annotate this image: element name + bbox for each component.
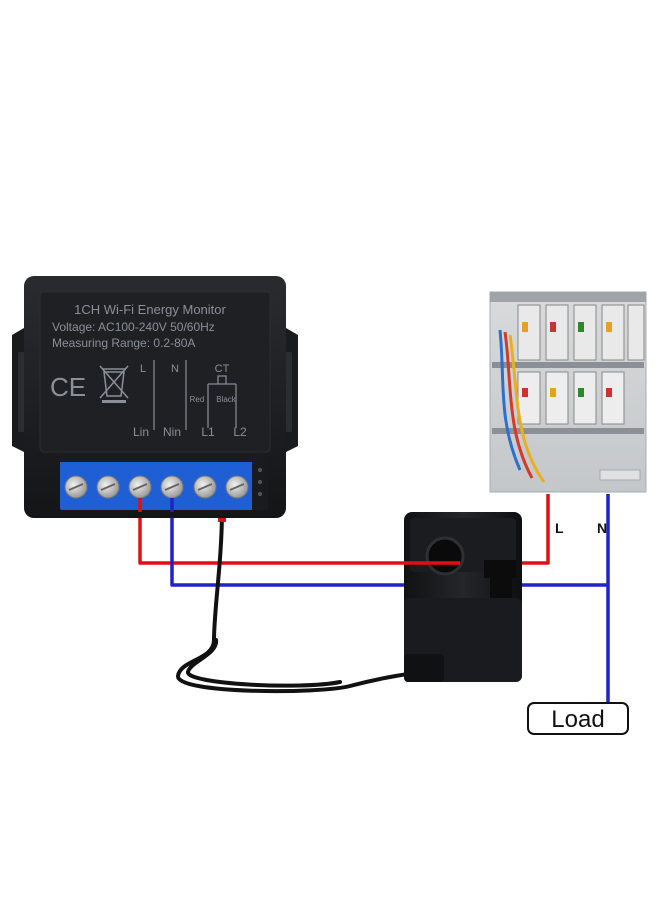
terminal-label-l1: L1	[201, 425, 215, 439]
device-label-black: Black	[216, 395, 237, 404]
terminal-screw	[96, 475, 120, 499]
terminal-screw	[225, 475, 249, 499]
terminal-label-lin: Lin	[133, 425, 149, 439]
live-wire	[138, 494, 550, 565]
ce-mark: CE	[50, 372, 86, 402]
weee-bin-icon	[99, 365, 129, 403]
device-label-red: Red	[190, 395, 205, 404]
device-label-n: N	[171, 363, 179, 375]
load-box: Load	[527, 702, 629, 735]
terminal-screw	[64, 475, 88, 499]
ct-connector-icon	[153, 360, 237, 430]
terminal-screw	[160, 475, 184, 499]
load-label: Load	[551, 706, 604, 733]
breaker-row-top	[517, 304, 645, 361]
terminal-screw	[128, 475, 152, 499]
device-voltage: Voltage: AC100-240V 50/60Hz	[52, 320, 215, 334]
device-title: 1CH Wi-Fi Energy Monitor	[74, 302, 226, 317]
neutral-wire	[170, 494, 610, 706]
panel-label-l: L	[555, 520, 564, 536]
panel-label-n: N	[597, 520, 607, 536]
device-label-l: L	[140, 363, 146, 375]
ct-clamp	[404, 512, 522, 682]
device-range: Measuring Range: 0.2-80A	[52, 336, 195, 350]
terminal-label-l2: L2	[233, 425, 247, 439]
ct-signal-cable	[176, 508, 432, 694]
electrical-panel	[489, 291, 647, 493]
terminal-screw	[193, 475, 217, 499]
energy-monitor-device: 1CH Wi-Fi Energy Monitor Voltage: AC100-…	[12, 276, 298, 518]
terminal-label-nin: Nin	[163, 425, 181, 439]
terminal-screws	[64, 475, 249, 499]
device-label-ct: CT	[215, 363, 230, 375]
